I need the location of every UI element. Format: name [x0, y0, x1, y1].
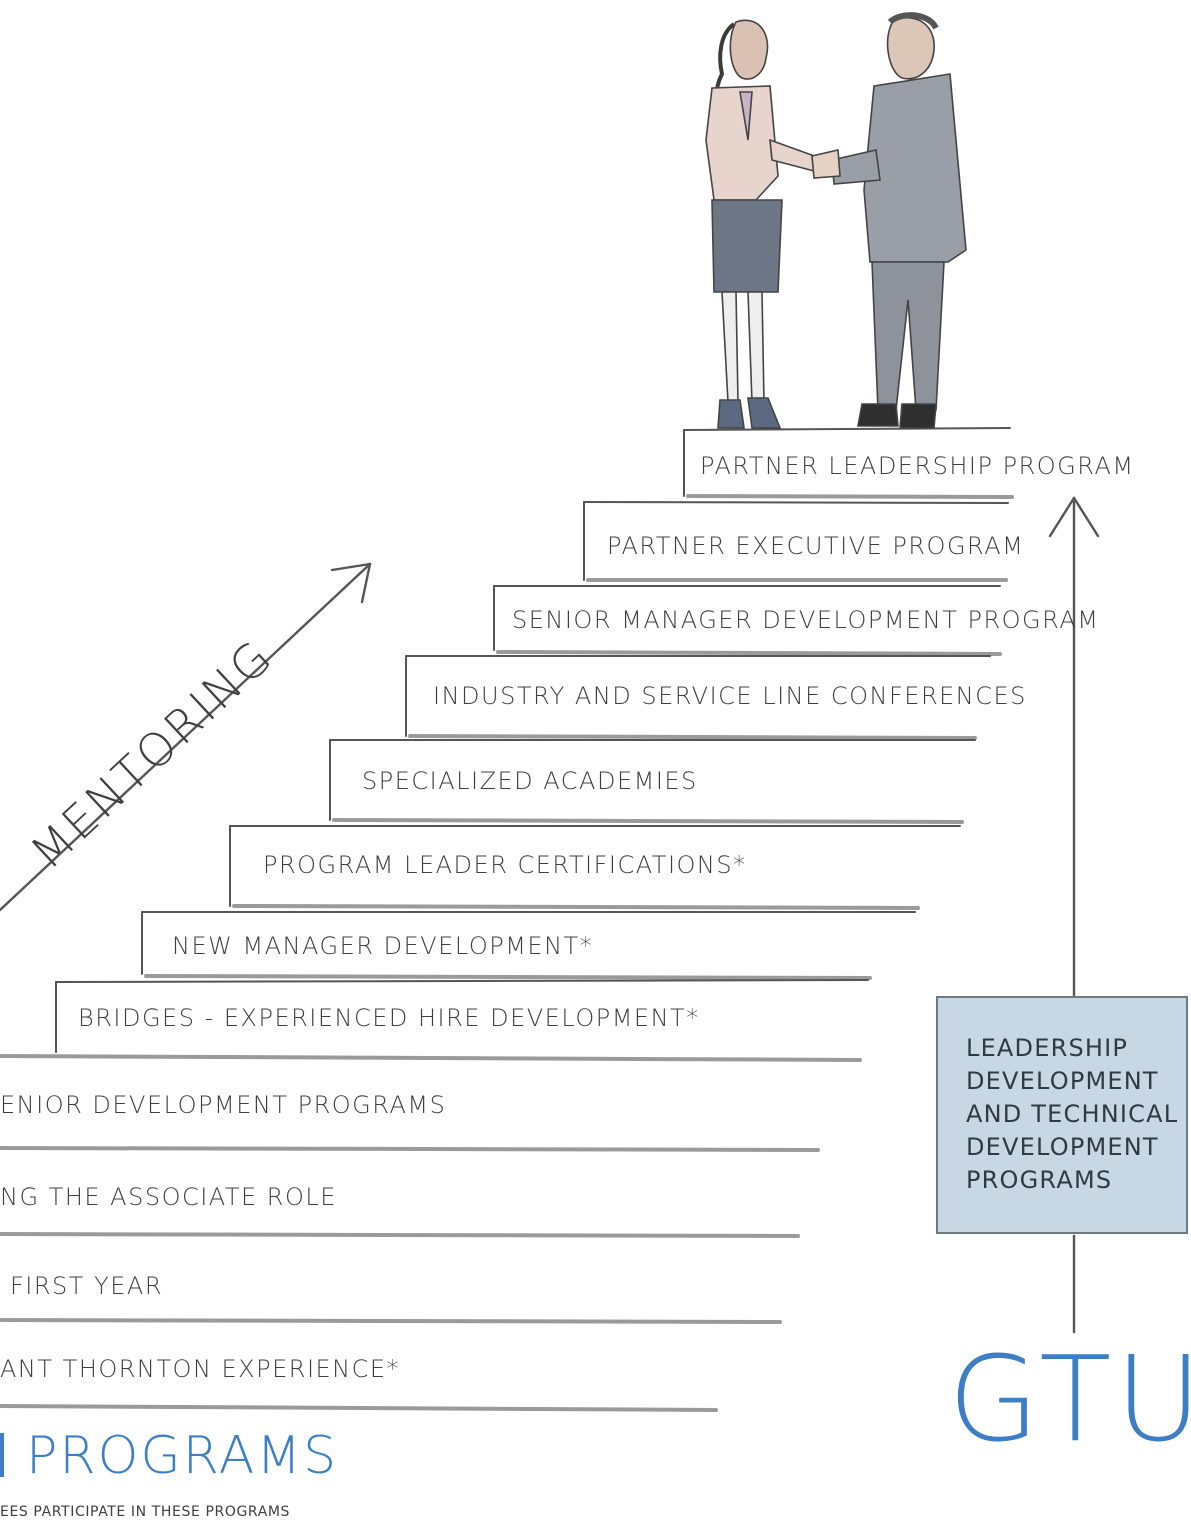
programs-footnote: EES PARTICIPATE IN THESE PROGRAMS: [0, 1504, 291, 1520]
step-8-shadow: [0, 1054, 862, 1062]
step-10-shadow: [0, 1232, 800, 1238]
programs-title-prefix-bar: [0, 1433, 4, 1477]
step-3-shadow: [496, 650, 1002, 656]
step-12-shadow: [0, 1404, 718, 1412]
step-label-partner-leadership: PARTNER LEADERSHIP PROGRAM: [700, 452, 1135, 480]
gtu-vertical-arrow: [1048, 496, 1100, 1334]
step-11-shadow: [0, 1318, 782, 1324]
step-1-tread: [683, 427, 1011, 431]
step-label-experience: ANT THORNTON EXPERIENCE*: [0, 1355, 401, 1383]
step-2-tread: [583, 501, 1009, 504]
gtu-box-line-5: PROGRAMS: [966, 1166, 1113, 1194]
step-1-shadow: [686, 494, 1014, 499]
step-label-program-leader: PROGRAM LEADER CERTIFICATIONS*: [263, 851, 747, 879]
gtu-box-line-4: DEVELOPMENT: [966, 1133, 1159, 1161]
gtu-info-box: LEADERSHIP DEVELOPMENT AND TECHNICAL DEV…: [936, 996, 1188, 1234]
step-label-industry-service: INDUSTRY AND SERVICE LINE CONFERENCES: [433, 682, 1027, 710]
step-8-tread: [55, 979, 869, 983]
step-4-shadow: [408, 734, 977, 740]
step-5-shadow: [332, 818, 964, 824]
step-label-partner-executive: PARTNER EXECUTIVE PROGRAM: [607, 532, 1025, 560]
step-7-shadow: [144, 974, 872, 980]
gtu-box-line-3: AND TECHNICAL: [966, 1100, 1179, 1128]
step-label-senior-manager: SENIOR MANAGER DEVELOPMENT PROGRAM: [512, 606, 1100, 634]
gtu-logo: GTU: [948, 1330, 1191, 1468]
businessman-figure: [811, 12, 967, 429]
gtu-box-line-1: LEADERSHIP: [966, 1034, 1129, 1062]
step-label-specialized-academies: SPECIALIZED ACADEMIES: [362, 767, 698, 795]
step-label-first-year: FIRST YEAR: [10, 1272, 163, 1300]
step-6-shadow: [232, 904, 920, 910]
programs-title-text: PROGRAMS: [26, 1426, 339, 1486]
step-label-bridges: BRIDGES - EXPERIENCED HIRE DEVELOPMENT*: [78, 1004, 700, 1032]
businesswoman-figure: [705, 19, 821, 429]
programs-title: PROGRAMS: [0, 1426, 338, 1486]
step-label-associate-role: NG THE ASSOCIATE ROLE: [0, 1183, 337, 1211]
step-label-new-manager: NEW MANAGER DEVELOPMENT*: [172, 932, 594, 960]
step-9-shadow: [0, 1146, 820, 1152]
step-label-senior-development: ENIOR DEVELOPMENT PROGRAMS: [0, 1091, 447, 1119]
gtu-box-line-2: DEVELOPMENT: [966, 1067, 1159, 1095]
gtu-box-text: LEADERSHIP DEVELOPMENT AND TECHNICAL DEV…: [966, 1032, 1186, 1197]
mentoring-arrow: [0, 562, 372, 912]
